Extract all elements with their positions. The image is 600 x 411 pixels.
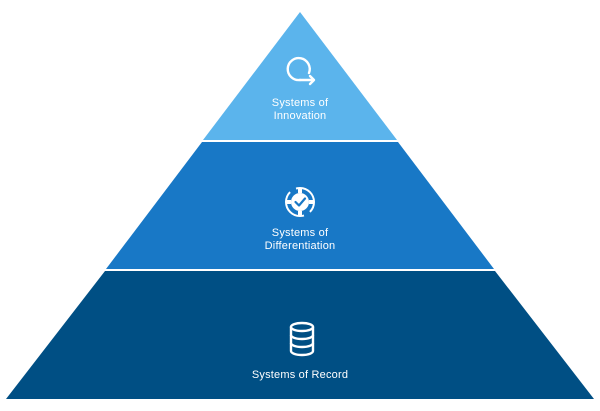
cycle-arrows-icon [286,56,316,86]
tier-innovation-line2: Innovation [273,110,327,122]
tier-differentiation-line1: Systems of [271,227,329,239]
gear-check-icon [285,187,315,217]
tier-innovation-line1: Systems of [271,97,329,109]
tier-record-label: Systems of Record [0,369,600,382]
database-icon [289,321,315,357]
tier-record-shape [6,271,594,399]
tier-record-line1: Systems of Record [251,369,349,381]
tier-innovation-shape [203,12,397,140]
tier-differentiation-label: Systems of Differentiation [0,227,600,253]
tier-differentiation-line2: Differentiation [264,240,336,252]
tier-innovation-label: Systems of Innovation [0,97,600,123]
